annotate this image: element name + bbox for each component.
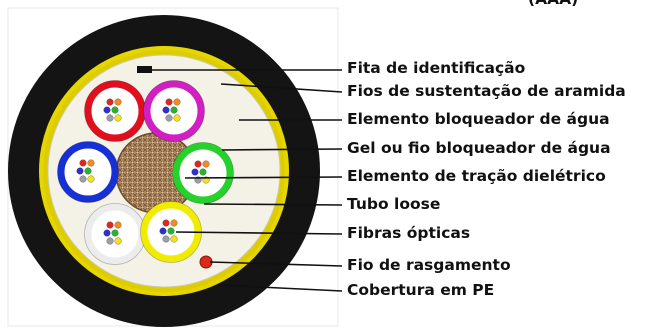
loose-tube	[84, 203, 146, 265]
optical-fiber	[76, 167, 84, 175]
optical-fiber	[159, 227, 167, 235]
loose-tube	[143, 80, 205, 142]
label-gel: Gel ou fio bloqueador de água	[347, 139, 611, 157]
optical-fiber	[103, 106, 111, 114]
partial-heading: (AAA)	[528, 0, 578, 8]
optical-fiber	[106, 114, 114, 122]
optical-fiber	[173, 114, 181, 122]
optical-fiber	[170, 235, 178, 243]
label-id-tape: Fita de identificação	[347, 59, 526, 77]
leader-line	[217, 284, 343, 292]
optical-fiber	[87, 159, 95, 167]
leader-line	[221, 148, 343, 151]
optical-fiber	[170, 219, 178, 227]
loose-tube	[57, 141, 119, 203]
optical-fiber	[165, 114, 173, 122]
optical-fiber	[79, 175, 87, 183]
optical-fiber	[79, 159, 87, 167]
optical-fiber	[114, 114, 122, 122]
label-ripcord: Fio de rasgamento	[347, 256, 511, 274]
optical-fiber	[106, 98, 114, 106]
leader-line	[203, 203, 343, 206]
leader-line	[175, 231, 343, 235]
optical-fiber	[84, 167, 92, 175]
optical-fiber	[114, 98, 122, 106]
optical-fiber	[103, 229, 111, 237]
optical-fiber	[194, 160, 202, 168]
label-pe-jacket: Cobertura em PE	[347, 281, 495, 299]
optical-fiber	[162, 219, 170, 227]
label-aramid-yarn: Fios de sustentação de aramida	[347, 82, 626, 100]
leader-line	[209, 261, 343, 267]
leader-line	[184, 176, 343, 179]
optical-fiber	[167, 227, 175, 235]
label-strength-member: Elemento de tração dielétrico	[347, 167, 606, 185]
optical-fiber	[111, 229, 119, 237]
optical-fiber	[162, 235, 170, 243]
optical-fiber	[114, 221, 122, 229]
optical-fiber	[202, 160, 210, 168]
label-optical-fibers: Fibras ópticas	[347, 224, 471, 242]
optical-fiber	[165, 98, 173, 106]
label-water-blocking: Elemento bloqueador de água	[347, 110, 610, 128]
identification-tape	[137, 66, 152, 73]
optical-fiber	[111, 106, 119, 114]
optical-fiber	[106, 237, 114, 245]
optical-fiber	[173, 98, 181, 106]
loose-tube	[84, 80, 146, 142]
optical-fiber	[87, 175, 95, 183]
loose-tube	[172, 142, 234, 204]
label-loose-tube: Tubo loose	[347, 195, 441, 213]
optical-fiber	[162, 106, 170, 114]
optical-fiber	[170, 106, 178, 114]
optical-fiber	[199, 168, 207, 176]
optical-fiber	[106, 221, 114, 229]
optical-fiber	[191, 168, 199, 176]
leader-line	[220, 83, 343, 93]
optical-fiber	[114, 237, 122, 245]
